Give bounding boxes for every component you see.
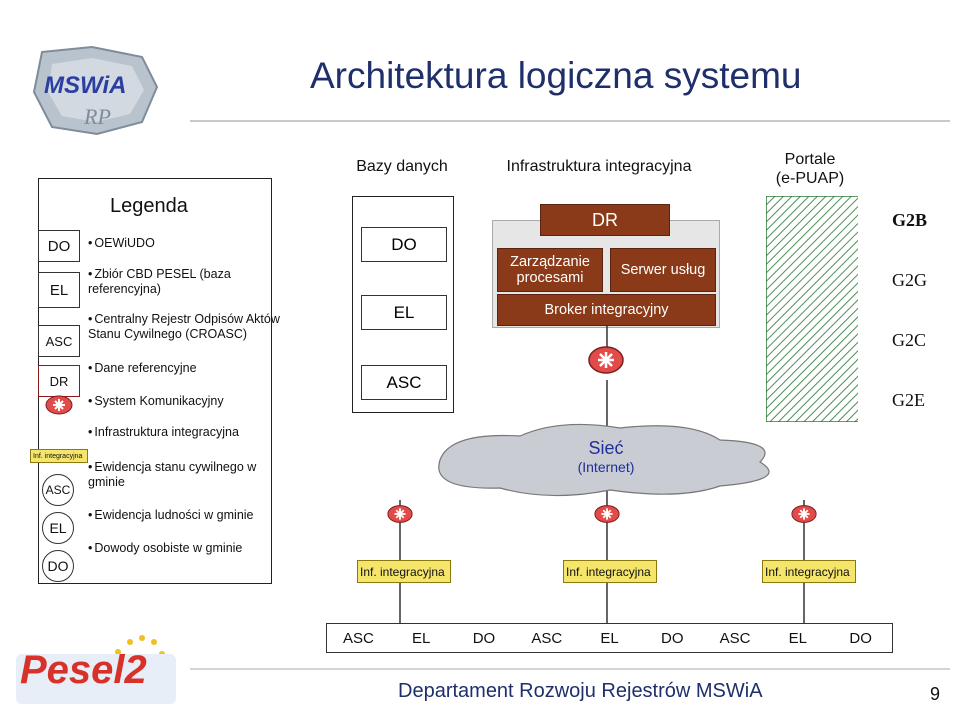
router-icon-left — [386, 500, 414, 528]
col-head-infra: Infrastruktura integracyjna — [506, 158, 692, 175]
legend-item-croasc: Centralny Rejestr Odpisów Aktów Stanu Cy… — [88, 312, 298, 342]
legend-title: Legenda — [110, 195, 188, 217]
local-infra-2: Inf. integracyjna — [563, 560, 657, 583]
pesel2-logo: Pesel2 — [12, 628, 180, 708]
router-icon — [44, 390, 74, 420]
legend-item-system-kom: System Komunikacyjny — [88, 394, 278, 409]
local-registers-bar: ASC EL DO ASC EL DO ASC EL DO — [326, 623, 893, 653]
mswia-logo: MSWiA RP — [22, 42, 172, 142]
local-el-3: EL — [788, 629, 808, 647]
legend-badge-dr: DR — [38, 365, 80, 397]
legend-circle-el: EL — [42, 512, 74, 544]
footer-divider — [190, 668, 950, 670]
local-do-2: DO — [661, 629, 684, 647]
legend-badge-el: EL — [38, 272, 80, 308]
local-infra-1: Inf. integracyjna — [357, 560, 451, 583]
local-el-2: EL — [600, 629, 619, 647]
title-divider — [190, 120, 950, 122]
legend-item-dane-ref: Dane referencyjne — [88, 361, 278, 376]
local-do-3: DO — [849, 629, 872, 647]
legend-badge-asc: ASC — [38, 325, 80, 357]
portals-panel: G2B G2G G2C G2E — [765, 195, 944, 423]
legend-item-ewid-stanu: Ewidencja stanu cywilnego w gminie — [88, 460, 288, 490]
local-asc-1: ASC — [342, 629, 374, 647]
footer-text: Departament Rozwoju Rejestrów MSWiA — [398, 680, 763, 702]
db-el: EL — [361, 295, 447, 330]
portal-head-line2: (e-PUAP) — [775, 170, 845, 187]
portal-head-line1: Portale — [784, 151, 836, 168]
router-icon-right — [790, 500, 818, 528]
service-box: Serwer usług — [610, 248, 716, 292]
mgmt-box: Zarządzanie procesami — [497, 248, 603, 292]
page-number: 9 — [930, 684, 941, 704]
local-infra-3: Inf. integracyjna — [762, 560, 856, 583]
col-head-portal: Portale (e-PUAP) — [760, 150, 860, 188]
portal-g2e: G2E — [892, 390, 925, 410]
pesel2-logo-text: Pesel2 — [20, 648, 147, 692]
portal-g2b: G2B — [892, 210, 928, 230]
legend-item-dowody: Dowody osobiste w gminie — [88, 541, 278, 556]
local-asc-2: ASC — [531, 629, 563, 647]
mswia-logo-text: MSWiA — [44, 72, 127, 99]
legend-item-oewiudo: OEWiUDO — [88, 236, 278, 251]
legend-item-cbd-pesel: Zbiór CBD PESEL (baza referencyjna) — [88, 267, 278, 297]
router-icon-middle — [593, 500, 621, 528]
legend-item-ewid-lud: Ewidencja ludności w gminie — [88, 508, 278, 523]
legend-badge-do: DO — [38, 230, 80, 262]
databases-column: DO EL ASC — [352, 196, 454, 413]
page-title: Architektura logiczna systemu — [310, 55, 802, 96]
central-router-icon — [586, 340, 626, 380]
network-sub-label: (Internet) — [577, 459, 635, 475]
local-do-1: DO — [472, 629, 496, 647]
db-do: DO — [361, 227, 447, 262]
rp-logo-text: RP — [84, 104, 111, 129]
col-head-db: Bazy danych — [356, 158, 448, 175]
portal-g2c: G2C — [892, 330, 927, 350]
network-cloud: Sieć (Internet) — [546, 438, 666, 475]
db-asc: ASC — [361, 365, 447, 400]
network-label: Sieć — [588, 438, 624, 458]
broker-box: Broker integracyjny — [497, 294, 716, 326]
legend-item-infra: Infrastruktura integracyjna — [88, 425, 278, 440]
legend-badge-inf: Inf. integracyjna — [30, 449, 88, 463]
local-asc-3: ASC — [719, 629, 751, 647]
local-el-1: EL — [411, 629, 431, 647]
legend-circle-do: DO — [42, 550, 74, 582]
dr-box: DR — [540, 204, 670, 236]
portal-g2g: G2G — [892, 270, 927, 290]
legend-circle-asc: ASC — [42, 474, 74, 506]
